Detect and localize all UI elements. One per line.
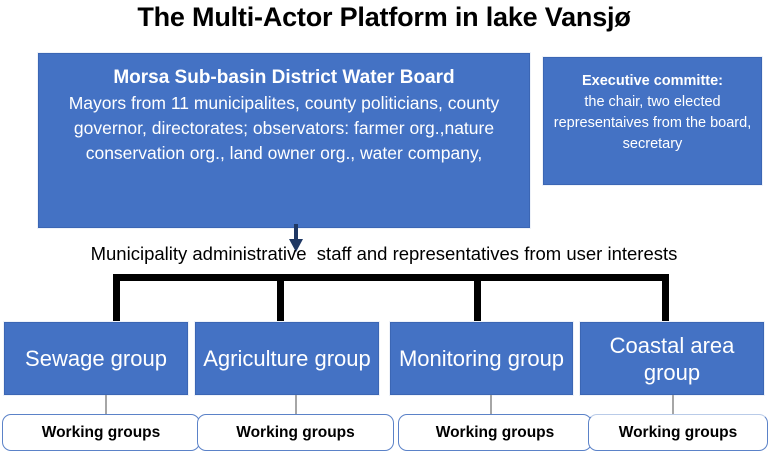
working-groups-box-2: Working groups (197, 414, 394, 451)
connector-vertical-4 (662, 274, 669, 326)
group-box-monitoring: Monitoring group (390, 322, 573, 395)
connector-thin-3 (490, 395, 492, 417)
connector-horizontal-bar (113, 274, 669, 281)
executive-committee-heading: Executive committe: (581, 73, 724, 89)
water-board-box: Morsa Sub-basin District Water Board May… (38, 53, 530, 228)
connector-thin-1 (105, 395, 107, 417)
connector-thin-4 (672, 395, 674, 417)
executive-committee-box: Executive committe: the chair, two elect… (543, 57, 762, 185)
page-title: The Multi-Actor Platform in lake Vansjø (137, 2, 631, 32)
working-groups-box-4: Working groups (588, 414, 768, 451)
water-board-body: Mayors from 11 municipalites, county pol… (68, 93, 500, 163)
working-groups-box-1: Working groups (2, 414, 200, 451)
group-box-sewage: Sewage group (4, 322, 188, 395)
working-groups-box-3: Working groups (398, 414, 592, 451)
executive-committee-body: the chair, two elected representaives fr… (553, 94, 752, 152)
group-box-agriculture: Agriculture group (195, 322, 379, 395)
water-board-heading: Morsa Sub-basin District Water Board (113, 67, 455, 88)
middle-caption: Municipality administrative staff and re… (90, 243, 678, 264)
group-box-coastal-area: Coastal area group (580, 322, 764, 395)
connector-vertical-3 (474, 274, 481, 326)
arrow-down-icon (289, 224, 303, 252)
connector-vertical-2 (277, 274, 284, 326)
connector-vertical-1 (113, 274, 120, 326)
connector-thin-2 (295, 395, 297, 417)
